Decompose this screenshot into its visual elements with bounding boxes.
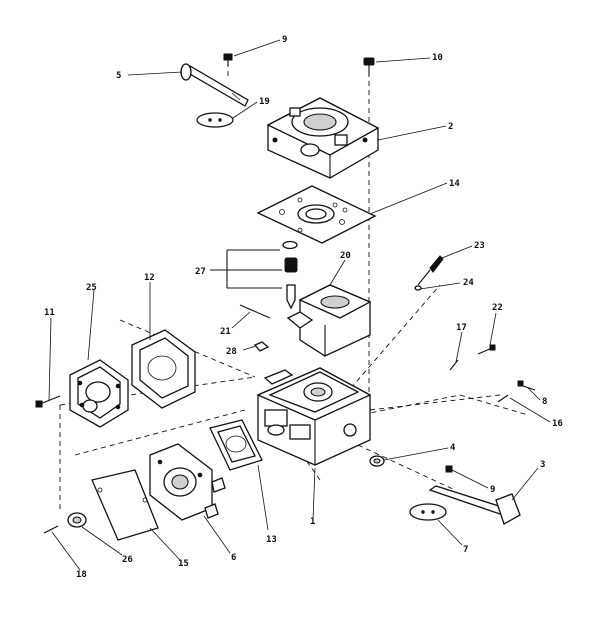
- part-gasket-14: [256, 185, 377, 244]
- callout-label: 26: [122, 555, 133, 565]
- part-choke-shaft: [409, 465, 521, 525]
- part-screw-11: [35, 395, 61, 408]
- callout-label: 17: [456, 323, 467, 333]
- callout-label: 18: [76, 570, 87, 580]
- callout-label: 7: [463, 545, 468, 555]
- callout-label: 8: [542, 397, 547, 407]
- callout-label: 21: [220, 327, 231, 337]
- callout-label: 10: [432, 53, 443, 63]
- callout-label: 9: [282, 35, 287, 45]
- part-diaphragm: [91, 469, 159, 541]
- part-pump-cover: [69, 359, 129, 428]
- part-fitting-26: [67, 512, 87, 528]
- part-screws-17-22: [449, 344, 496, 371]
- callout-label: 6: [231, 553, 236, 563]
- callout-label: 23: [474, 241, 485, 251]
- callout-label: 24: [463, 278, 474, 288]
- part-carburetor-cover: [266, 97, 380, 179]
- part-screw-18: [43, 525, 59, 534]
- part-screw-10: [363, 57, 375, 76]
- part-pump-body: [149, 443, 226, 521]
- part-screws-8-16: [497, 380, 536, 403]
- part-float-pin: [239, 304, 271, 319]
- callout-label: 19: [259, 97, 270, 107]
- part-needle-valve-set: [210, 240, 298, 310]
- callout-label: 14: [449, 179, 460, 189]
- callout-label: 20: [340, 251, 351, 261]
- part-diaphragm-gasket: [209, 419, 263, 471]
- part-adjust-screw: [414, 255, 444, 291]
- callout-label: 25: [86, 283, 97, 293]
- callout-label: 28: [226, 347, 237, 357]
- part-throttle-shaft: [180, 63, 249, 107]
- part-screw-top: [223, 53, 233, 66]
- part-bushing: [369, 455, 385, 467]
- callout-label: 2: [448, 122, 453, 132]
- callout-label: 5: [116, 71, 121, 81]
- callout-label: 13: [266, 535, 277, 545]
- leader-lines: [48, 39, 551, 571]
- part-pump-gasket: [131, 329, 196, 409]
- part-clip-28: [253, 341, 270, 352]
- callout-label: 4: [450, 443, 456, 453]
- callout-label: 12: [144, 273, 155, 283]
- part-carburetor-body: [256, 367, 372, 466]
- callout-label: 3: [540, 460, 545, 470]
- callout-label: 11: [44, 308, 55, 318]
- callout-label: 22: [492, 303, 503, 313]
- part-throttle-plate: [196, 112, 234, 128]
- callout-labels: 9 10 5 19 2 14 23 27 20 24 25 12 11 21 2…: [44, 35, 563, 580]
- callout-label: 16: [552, 419, 563, 429]
- callout-label: 1: [310, 517, 315, 527]
- callout-label: 27: [195, 267, 206, 277]
- callout-label: 15: [178, 559, 189, 569]
- callout-label: 9: [490, 485, 495, 495]
- part-float: [286, 284, 372, 357]
